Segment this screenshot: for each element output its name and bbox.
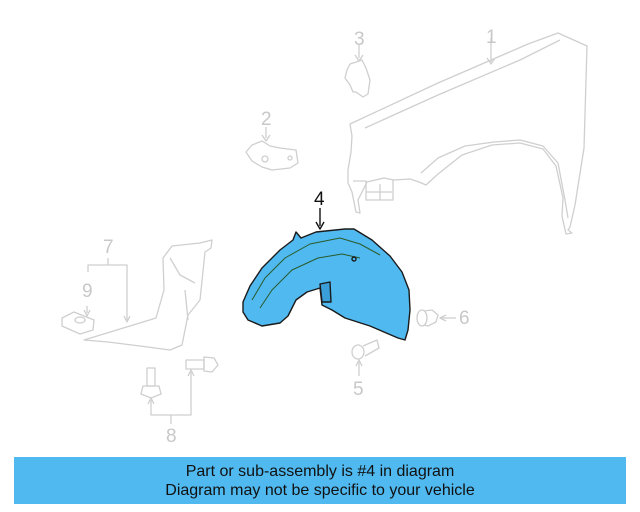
callout-1[interactable]: 1 xyxy=(486,27,497,48)
part-8-bolts[interactable] xyxy=(140,356,219,424)
part-9-nut[interactable] xyxy=(61,306,95,335)
part-2-bracket[interactable] xyxy=(245,127,299,171)
info-banner: Part or sub-assembly is #4 in diagram Di… xyxy=(14,457,626,504)
callout-5[interactable]: 5 xyxy=(353,379,364,400)
part-5-screw[interactable] xyxy=(351,339,380,376)
callout-7[interactable]: 7 xyxy=(103,237,114,258)
banner-line-2: Diagram may not be specific to your vehi… xyxy=(165,481,475,499)
callout-3[interactable]: 3 xyxy=(354,29,365,50)
part-6-clip[interactable] xyxy=(416,309,456,327)
callout-9[interactable]: 9 xyxy=(82,281,93,302)
part-3-bracket[interactable] xyxy=(344,44,371,98)
part-1-fender[interactable] xyxy=(347,32,588,235)
callout-2[interactable]: 2 xyxy=(261,109,272,130)
callout-8[interactable]: 8 xyxy=(166,426,177,447)
part-7-splash-shield[interactable] xyxy=(83,239,213,351)
callout-4[interactable]: 4 xyxy=(314,189,325,210)
banner-line-1: Part or sub-assembly is #4 in diagram xyxy=(185,462,455,480)
callout-6[interactable]: 6 xyxy=(459,308,470,329)
part-4-fender-liner[interactable] xyxy=(242,208,411,341)
